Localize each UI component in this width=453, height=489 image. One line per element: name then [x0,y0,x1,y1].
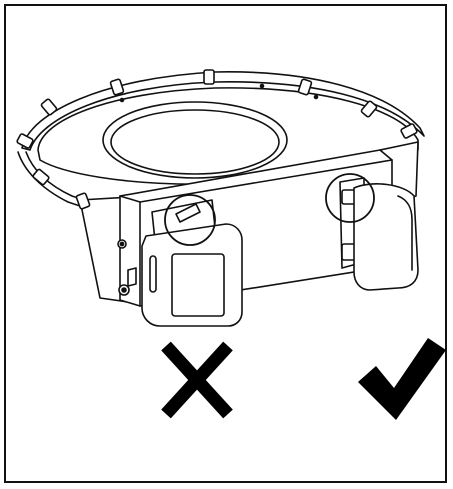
center-opening-inner [110,109,280,175]
incorrect-detail-callout [164,194,216,246]
tube-clip [75,192,91,210]
side-screw [119,241,125,247]
tube-clip [203,69,215,85]
correct-module-housing [353,183,419,291]
check-icon [358,338,446,420]
cross-icon [161,341,233,419]
tube-clip [109,78,125,96]
plate-hole [259,83,265,89]
side-latch [127,267,137,287]
incorrect-clip-detail [175,203,201,223]
incorrect-module-slot [149,255,157,293]
tube-clip [400,123,418,139]
correct-module-face [397,195,413,271]
tube-clip [360,100,378,118]
tube-clip [40,98,58,116]
correct-detail-callout [325,173,375,223]
side-screw [121,287,127,293]
tube-clip [297,78,313,96]
plate-hole [313,94,319,100]
plate-hole [119,97,125,103]
incorrect-module-window [171,253,225,317]
tube-clip [16,133,34,149]
tube-clip [32,168,50,186]
